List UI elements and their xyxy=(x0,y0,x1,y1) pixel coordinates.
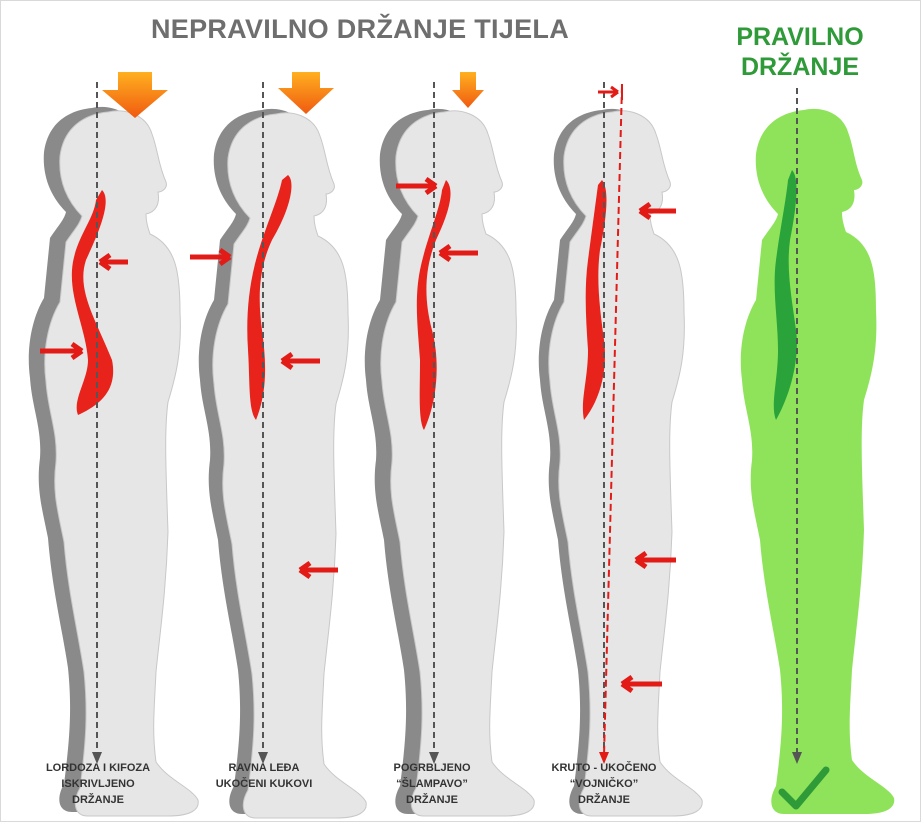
figure5-body xyxy=(741,109,894,814)
figure3-pressure-arrow-icon xyxy=(452,72,484,108)
figure-lordosis-kyphosis xyxy=(29,72,198,816)
figure2-red-right-arrow-icon xyxy=(190,250,230,264)
figure4-tilt-arrow-icon xyxy=(598,87,618,97)
caption-flat-back: RAVNA LEĐA UKOČENI KUKOVI xyxy=(184,760,344,792)
figure-correct xyxy=(741,88,894,814)
figure4-body xyxy=(549,111,702,816)
figure-slouched xyxy=(365,72,534,816)
figure-flat-back xyxy=(190,72,366,818)
figure2-pressure-arrow-icon xyxy=(278,72,334,114)
caption-slouched: POGRBLJENO “ŠLAMPAVO” DRŽANJE xyxy=(352,760,512,808)
caption-military: KRUTO - UKOČENO “VOJNIČKO” DRŽANJE xyxy=(524,760,684,808)
figure-military xyxy=(539,82,702,816)
caption-lordosis-kyphosis: LORDOZA I KIFOZA ISKRIVLJENO DRŽANJE xyxy=(18,760,178,808)
